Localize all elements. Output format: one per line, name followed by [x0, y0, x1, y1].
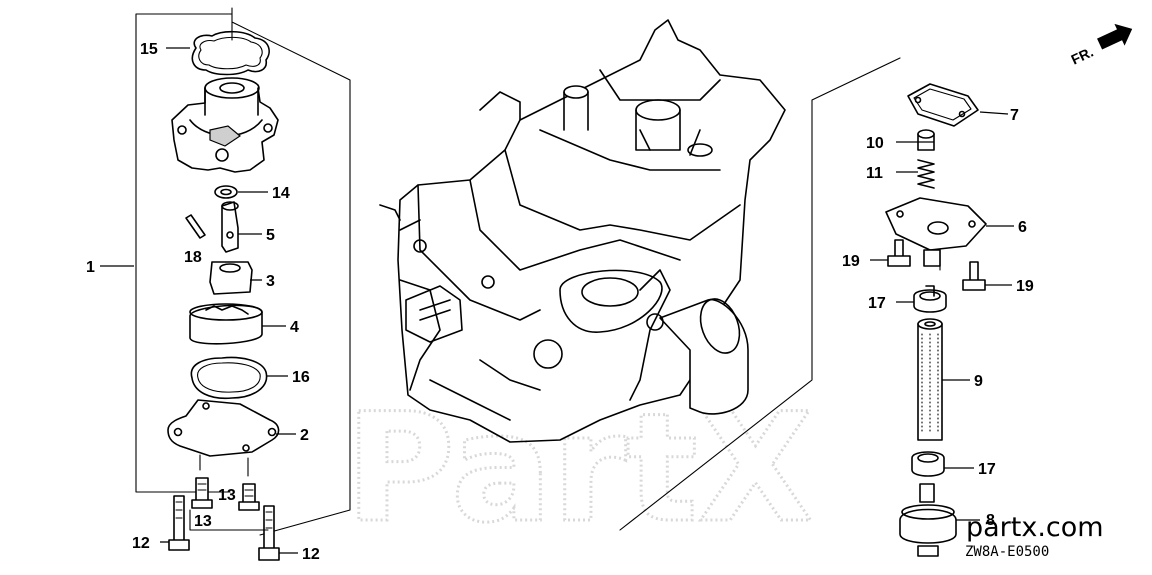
- callout-7[interactable]: 7: [1010, 107, 1019, 124]
- part-12-bolt-b[interactable]: [258, 505, 280, 561]
- callout-5[interactable]: 5: [266, 227, 275, 244]
- callout-labels: 1 15 14 5 18 3 4 16 2 13 13 12 12 7 10 1…: [86, 41, 1034, 563]
- part-11-spring[interactable]: [917, 159, 935, 189]
- engine-block: [379, 19, 786, 443]
- leader-lines: [100, 47, 1014, 554]
- part-8-strainer[interactable]: [899, 483, 957, 557]
- callout-9[interactable]: 9: [974, 373, 983, 390]
- part-9-hose[interactable]: [917, 318, 943, 441]
- callout-18[interactable]: 18: [184, 249, 202, 266]
- callout-17-upper[interactable]: 17: [868, 295, 886, 312]
- part-2-cover-plate[interactable]: [167, 399, 280, 457]
- callout-2[interactable]: 2: [300, 427, 309, 444]
- part-7-gasket[interactable]: [907, 83, 979, 127]
- callout-17-lower[interactable]: 17: [978, 461, 996, 478]
- part-19-bolt-b[interactable]: [962, 261, 986, 291]
- callout-12-left[interactable]: 12: [132, 535, 150, 552]
- part-16-o-ring[interactable]: [190, 356, 268, 400]
- diagram-code: ZW8A-E0500: [965, 544, 1049, 560]
- part-19-bolt-a[interactable]: [887, 239, 911, 267]
- callout-15[interactable]: 15: [140, 41, 158, 58]
- front-direction-indicator: FR.: [1068, 23, 1133, 68]
- callout-19-right[interactable]: 19: [1016, 278, 1034, 295]
- callout-10[interactable]: 10: [866, 135, 884, 152]
- part-6-valve-body[interactable]: [885, 197, 987, 267]
- part-12-bolt-a[interactable]: [168, 495, 190, 551]
- part-4-outer-rotor[interactable]: [189, 303, 263, 345]
- callout-1[interactable]: 1: [86, 259, 95, 276]
- watermark-text: PartX: [345, 382, 813, 556]
- part-17-clamp-upper[interactable]: [913, 285, 947, 313]
- part-13-bolt-a[interactable]: [191, 477, 213, 509]
- part-3-inner-rotor[interactable]: [209, 261, 253, 295]
- callout-14[interactable]: 14: [272, 185, 290, 202]
- callout-8[interactable]: 8: [986, 512, 995, 529]
- callout-4[interactable]: 4: [290, 319, 299, 336]
- callout-13-left[interactable]: 13: [194, 513, 212, 530]
- part-18-pin[interactable]: [185, 214, 206, 239]
- part-10-cap[interactable]: [917, 129, 935, 151]
- callout-13-right[interactable]: 13: [218, 487, 236, 504]
- callout-3[interactable]: 3: [266, 273, 275, 290]
- part-13-bolt-b[interactable]: [238, 483, 260, 511]
- callout-12-right[interactable]: 12: [302, 546, 320, 563]
- part-1-housing[interactable]: [171, 77, 279, 173]
- callout-6[interactable]: 6: [1018, 219, 1027, 236]
- callout-19-left[interactable]: 19: [842, 253, 860, 270]
- part-14-seal[interactable]: [214, 185, 238, 199]
- brand-url[interactable]: partx.com: [966, 512, 1104, 543]
- part-5-shaft[interactable]: [221, 201, 239, 253]
- callout-11[interactable]: 11: [866, 165, 883, 182]
- part-15-gasket[interactable]: [191, 30, 270, 76]
- part-17-clamp-lower[interactable]: [911, 451, 945, 477]
- front-label: FR.: [1068, 44, 1095, 68]
- front-arrow-icon: [1097, 23, 1133, 50]
- bolt-bracket-lines: [189, 454, 269, 531]
- callout-16[interactable]: 16: [292, 369, 310, 386]
